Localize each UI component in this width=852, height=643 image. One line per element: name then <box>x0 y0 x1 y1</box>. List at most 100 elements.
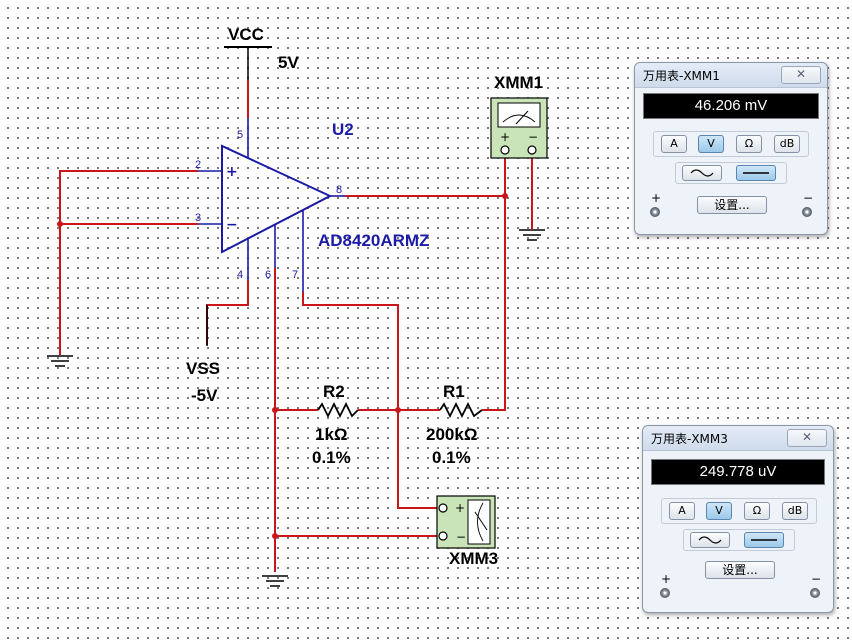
r2-tolerance: 0.1% <box>312 448 351 467</box>
meter-display: 46.206 mV <box>643 93 819 119</box>
signal-group <box>683 529 795 551</box>
wire-output <box>345 195 506 411</box>
pin-number-2: 2 <box>195 159 201 171</box>
opamp-minus-sign: − <box>226 217 238 233</box>
window-title: 万用表-XMM1 <box>643 69 720 83</box>
ground-bottom <box>262 575 288 587</box>
xmm1-plus: + <box>500 130 510 144</box>
pin-number-6: 6 <box>265 269 271 281</box>
sine-wave-icon <box>698 536 722 544</box>
xmm3-label: XMM3 <box>449 549 498 568</box>
minus-terminal[interactable] <box>802 207 812 217</box>
junction-dot <box>502 193 508 199</box>
xmm1-label: XMM1 <box>494 73 543 92</box>
xmm3-dial-arc <box>477 502 484 542</box>
window-titlebar[interactable]: 万用表-XMM3 ✕ <box>643 426 833 451</box>
vcc-voltage: 5V <box>278 53 299 72</box>
window-titlebar[interactable]: 万用表-XMM1 ✕ <box>635 63 827 88</box>
wire-vss <box>206 280 249 345</box>
vcc-source[interactable]: VCC 5V <box>224 25 299 80</box>
multimeter-xmm3-window[interactable]: 万用表-XMM3 ✕ 249.778 uV A V Ω dB 设置... + − <box>642 425 834 613</box>
xmm1-needle <box>515 110 529 125</box>
pin-number-5: 5 <box>237 129 243 141</box>
mode-button-v[interactable]: V <box>698 135 724 153</box>
plus-terminal[interactable] <box>650 207 660 217</box>
setup-button[interactable]: 设置... <box>697 196 767 214</box>
opamp-plus-sign: + <box>226 164 238 180</box>
ground-xmm1 <box>519 220 545 241</box>
xmm3-minus: − <box>456 530 466 544</box>
meter-display: 249.778 uV <box>651 459 825 485</box>
r1-value: 200kΩ <box>426 425 477 444</box>
dc-line-icon <box>751 539 777 541</box>
vcc-label: VCC <box>228 25 264 44</box>
r2-ref: R2 <box>323 382 345 401</box>
vss-voltage: -5V <box>191 386 218 405</box>
vss-label: VSS <box>186 359 220 378</box>
junction-dot <box>57 221 63 227</box>
r2-value: 1kΩ <box>315 425 348 444</box>
xmm3-needle <box>474 511 488 531</box>
xmm1-terminal-plus[interactable] <box>500 145 510 155</box>
close-button[interactable]: ✕ <box>787 429 827 447</box>
mode-button-db[interactable]: dB <box>782 502 808 520</box>
close-button[interactable]: ✕ <box>781 66 821 84</box>
plus-terminal[interactable] <box>660 588 670 598</box>
opamp-u2[interactable]: 2 3 8 5 4 6 7 + − U2 AD8420ARMZ <box>195 118 429 292</box>
ground-left <box>47 345 73 367</box>
junction-dot <box>272 407 278 413</box>
mode-button-v[interactable]: V <box>706 502 732 520</box>
vss-source[interactable]: VSS -5V <box>186 305 230 405</box>
pin-number-8: 8 <box>336 184 342 196</box>
wires <box>59 80 533 572</box>
ac-mode-button[interactable] <box>682 165 722 181</box>
junction-dot <box>272 533 278 539</box>
opamp-ref-label: U2 <box>332 120 354 139</box>
xmm1-dial <box>497 102 541 128</box>
wire-fb <box>302 292 440 509</box>
xmm3-symbol[interactable]: + − XMM3 <box>436 495 498 568</box>
xmm3-terminal-plus[interactable] <box>438 503 448 513</box>
mode-button-a[interactable]: A <box>661 135 687 153</box>
pin-number-4: 4 <box>237 269 243 281</box>
resistor-r1[interactable]: R1 200kΩ 0.1% <box>426 382 483 467</box>
mode-group <box>653 131 809 157</box>
xmm3-plus: + <box>455 501 465 515</box>
minus-terminal-label: − <box>803 191 814 205</box>
minus-terminal-label: − <box>811 572 822 586</box>
wire-input-plus <box>59 170 198 345</box>
resistor-zigzag <box>317 401 359 419</box>
mode-group <box>661 498 817 524</box>
ac-mode-button[interactable] <box>690 532 730 548</box>
junctions <box>57 193 508 539</box>
resistor-r2[interactable]: R2 1kΩ 0.1% <box>312 382 359 467</box>
xmm1-terminal-minus[interactable] <box>527 145 537 155</box>
opamp-triangle <box>221 144 333 254</box>
xmm1-minus: − <box>528 130 538 144</box>
mode-button-a[interactable]: A <box>669 502 695 520</box>
xmm3-terminal-minus[interactable] <box>438 531 448 541</box>
xmm1-symbol[interactable]: XMM1 + − <box>490 73 548 159</box>
minus-terminal[interactable] <box>810 588 820 598</box>
multimeter-xmm1-window[interactable]: 万用表-XMM1 ✕ 46.206 mV A V Ω dB 设置... + − <box>634 62 828 235</box>
resistor-zigzag <box>439 401 483 419</box>
pin-number-3: 3 <box>195 212 201 224</box>
xmm3-dial <box>467 499 491 545</box>
mode-button-db[interactable]: dB <box>774 135 800 153</box>
dc-mode-button[interactable] <box>736 165 776 181</box>
plus-terminal-label: + <box>651 191 662 205</box>
junction-dot <box>395 407 401 413</box>
mode-button-ohm[interactable]: Ω <box>744 502 770 520</box>
xmm1-dial-arc <box>502 114 536 123</box>
plus-terminal-label: + <box>661 572 672 586</box>
r1-ref: R1 <box>443 382 465 401</box>
dc-mode-button[interactable] <box>744 532 784 548</box>
window-title: 万用表-XMM3 <box>651 432 728 446</box>
mode-button-ohm[interactable]: Ω <box>736 135 762 153</box>
dc-line-icon <box>743 172 769 174</box>
setup-button[interactable]: 设置... <box>705 561 775 579</box>
signal-group <box>675 162 787 184</box>
r1-tolerance: 0.1% <box>432 448 471 467</box>
opamp-part-label: AD8420ARMZ <box>318 231 429 250</box>
